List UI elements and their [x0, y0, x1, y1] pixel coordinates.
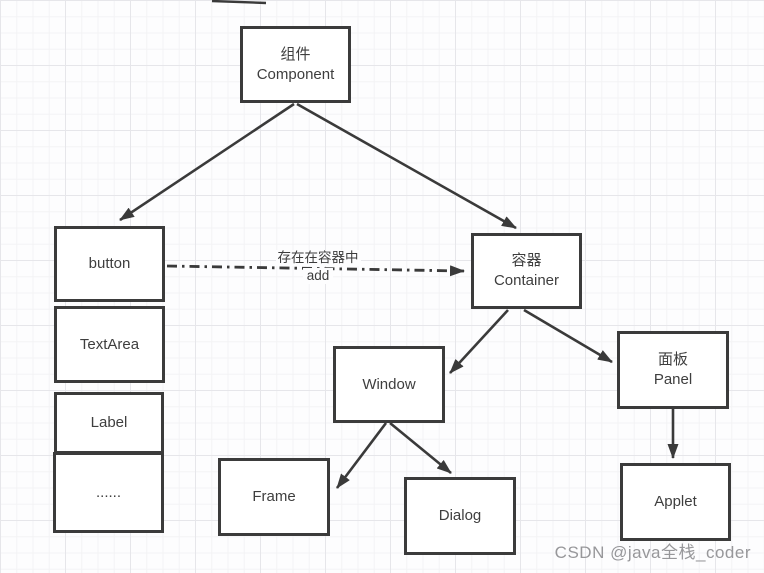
node-ellipsis-label: ......	[95, 483, 121, 501]
node-button-label: button	[88, 255, 131, 272]
node-frame-label: Frame	[252, 488, 296, 505]
node-panel: 面板 Panel	[617, 331, 729, 409]
node-component: 组件 Component	[240, 26, 351, 103]
edge-label-line1: 存在在容器中	[275, 250, 361, 266]
edge-component-to-container	[296, 102, 517, 230]
node-applet-label: Applet	[654, 493, 697, 510]
node-dialog: Dialog	[404, 477, 516, 555]
edge-component-to-button	[119, 102, 295, 222]
node-label-label: Label	[90, 414, 128, 431]
node-container-label-en: Container	[493, 272, 560, 289]
edge-window-to-dialog	[389, 421, 452, 475]
node-component-label-zh: 组件	[280, 45, 311, 63]
node-label: Label	[54, 392, 164, 454]
node-container-label-zh: 容器	[511, 252, 542, 269]
node-panel-label-en: Panel	[653, 371, 693, 388]
node-component-label-en: Component	[256, 65, 335, 83]
node-container: 容器 Container	[471, 233, 582, 309]
edge-label: 存在在容器中 add	[264, 250, 372, 284]
edge-window-to-frame	[335, 422, 388, 489]
node-textarea-label: TextArea	[79, 335, 140, 353]
cropped-line-fragment	[211, 0, 267, 5]
node-window-label: Window	[362, 375, 416, 393]
edge-container-to-panel	[523, 308, 613, 364]
edge-label-line2: add	[302, 268, 334, 284]
node-panel-label-zh: 面板	[657, 351, 688, 368]
edge-container-to-window	[449, 309, 509, 374]
csdn-watermark: CSDN @java全栈_coder	[554, 543, 751, 562]
node-textarea: TextArea	[54, 306, 165, 383]
node-dialog-label: Dialog	[438, 507, 482, 524]
node-applet: Applet	[620, 463, 731, 541]
node-ellipsis: ......	[53, 452, 164, 533]
node-button: button	[54, 226, 165, 302]
node-window: Window	[333, 346, 445, 423]
node-frame: Frame	[218, 458, 330, 536]
